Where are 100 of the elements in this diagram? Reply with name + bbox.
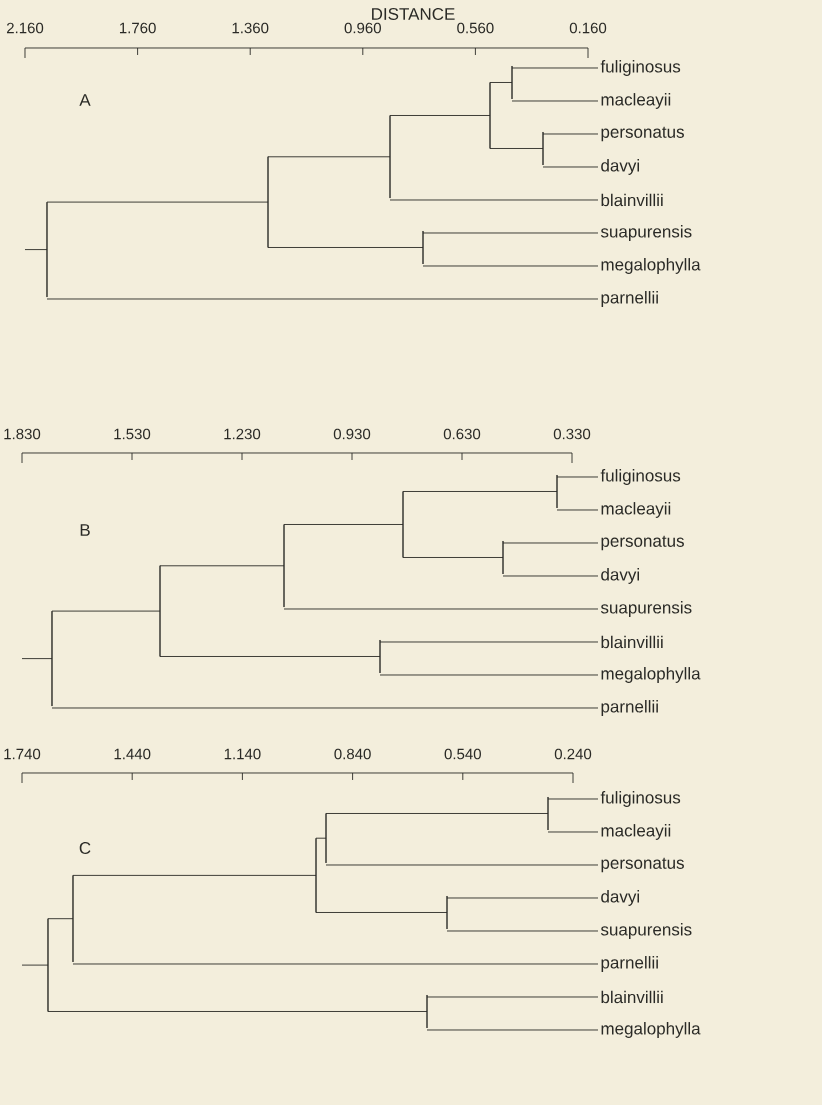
tick-label: 0.240 [554,748,592,760]
branch-line [325,864,599,866]
panel-letter: A [79,94,91,106]
species-label: personatus [601,857,684,873]
branch-line [24,249,48,251]
branch-line [72,963,599,965]
branch-line [46,298,599,300]
tick-label: 1.530 [114,428,151,440]
branch-line [72,874,317,876]
branch-line [446,897,599,899]
species-label: blainvillii [601,990,663,1004]
branch-line [489,82,513,83]
branch-line [267,156,391,158]
branch-line [489,148,544,149]
junction-line [511,65,513,100]
species-label: davyi [601,568,639,584]
species-label: blainvillii [601,193,663,207]
species-label: fuliginosus [600,469,681,485]
branch-line [547,798,599,800]
branch-line [426,996,599,998]
branch-line [379,641,599,643]
junction-line [422,230,424,265]
species-label: fuliginosus [600,791,681,807]
junction-line [325,813,327,864]
junction-line [47,918,49,1012]
tick-label: 0.630 [443,428,481,440]
species-label: macleayii [601,824,671,840]
branch-line [325,813,549,814]
branch-line [21,658,53,660]
tick-label: 0.560 [457,22,494,34]
species-label: megalophylla [601,258,701,274]
species-label: parnellii [601,700,658,716]
branch-line [389,115,491,116]
species-label: personatus [601,535,684,551]
branch-line [267,247,424,248]
panel-letter: C [79,841,91,854]
junction-line [547,796,549,831]
branch-line [446,930,599,932]
branch-line [426,1029,599,1031]
branch-line [283,608,599,610]
junction-line [489,82,491,149]
branch-line [47,918,74,920]
junction-line [402,491,404,558]
branch-line [47,1011,428,1012]
branch-line [159,565,285,567]
species-label: macleayii [601,93,671,109]
tick-label: 0.540 [444,748,481,760]
tick-label: 1.760 [120,22,156,34]
junction-line [446,895,448,930]
tick-label: 0.930 [333,428,371,440]
species-label: macleayii [601,502,671,518]
species-label: fuliginosus [600,60,681,76]
tick-label: 1.360 [232,22,269,34]
junction-line [51,610,53,707]
junction-line [426,994,428,1029]
panel-letter: B [80,524,90,536]
tick-label: 0.160 [569,22,607,34]
branch-line [315,912,448,913]
branch-line [511,100,599,102]
branch-line [556,509,599,511]
branch-line [422,265,599,267]
tick-label: 0.330 [553,428,591,440]
branch-line [502,575,599,577]
branch-line [511,67,599,69]
branch-line [389,199,599,201]
junction-line [315,837,317,913]
junction-line [556,474,558,509]
junction-line [389,115,391,199]
junction-line [72,874,74,963]
species-label: parnellii [601,291,658,307]
species-label: suapurensis [600,601,692,617]
tick-label: 1.740 [4,748,41,760]
branch-line [502,542,599,544]
branch-line [159,656,381,657]
branch-line [542,133,599,135]
branch-line [556,476,599,478]
junction-line [283,524,285,608]
species-label: davyi [601,159,639,175]
species-label: suapurensis [600,923,692,939]
tick-label: 1.440 [114,748,151,760]
tick-label: 1.140 [224,748,261,760]
tick-label: 1.230 [224,428,261,440]
branch-line [283,524,404,525]
species-label: blainvillii [601,635,663,649]
branch-line [51,610,161,612]
tick-label: 0.960 [344,22,381,34]
branch-line [422,232,599,234]
tick-label: 0.840 [334,748,371,760]
branch-line [542,166,599,168]
branch-line [402,491,558,492]
branch-line [402,557,504,558]
branch-line [547,831,599,833]
tick-label: 1.830 [4,428,41,440]
branch-line [379,674,599,676]
junction-line [379,639,381,674]
species-label: megalophylla [601,667,701,683]
branch-line [46,201,269,203]
junction-line [542,131,544,166]
branch-line [315,837,327,839]
species-label: davyi [601,890,639,906]
